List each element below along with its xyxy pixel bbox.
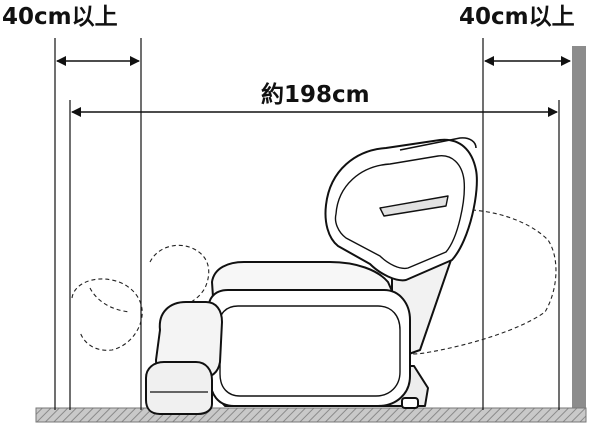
- wall: [572, 46, 586, 420]
- chair-headrest: [399, 137, 477, 151]
- right-clearance-label: 40cm以上: [459, 4, 575, 30]
- left-clearance-label: 40cm以上: [2, 4, 118, 30]
- guide-lines: [54, 38, 560, 410]
- total-length-label: 約198cm: [257, 84, 374, 107]
- massage-chair: [145, 137, 478, 415]
- floor: [35, 407, 587, 423]
- chair-armrest: [208, 289, 411, 407]
- dimension-arrows: [56, 56, 571, 117]
- chair-foot-rest: [145, 361, 213, 415]
- chair-foot: [401, 397, 419, 409]
